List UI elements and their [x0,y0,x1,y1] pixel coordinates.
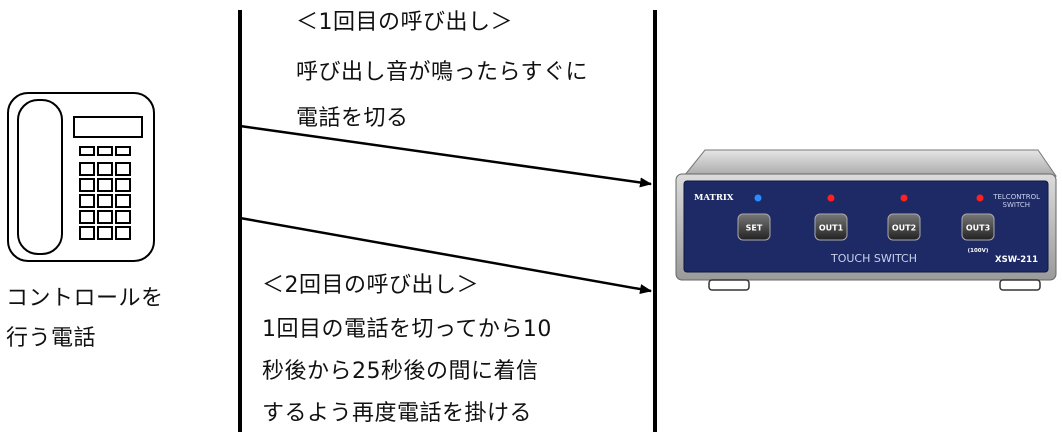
phone-label-line1: コントロールを [6,286,164,311]
device-title-line1: TELCONTROL [992,193,1040,201]
phone-label-line2: 行う電話 [6,326,97,351]
second-call-title: ＜2回目の呼び出し＞ [262,273,479,298]
second-call-line1: 1回目の電話を切ってから10 [262,317,552,342]
set-led [754,194,762,202]
device-foot-left [708,279,750,291]
out1-button[interactable] [814,213,848,241]
second-call-line2: 秒後から25秒後の間に着信 [262,359,539,384]
device-title-line2: SWITCH [1003,201,1030,209]
device-model: XSW-211 [995,255,1038,265]
second-call-line3: するよう再度電話を掛ける [262,401,533,426]
out3-button-label: OUT3 [966,224,990,233]
out2-led [900,194,908,202]
out3-button[interactable] [961,213,995,241]
device-top [682,149,1057,177]
control-device: MATRIX SET OUT1 OUT2 OUT3 (100V) TOUCH S… [675,149,1057,291]
first-call-arrow [239,124,652,188]
out1-button-label: OUT1 [819,224,844,233]
first-call-line2: 電話を切る [296,106,409,131]
out3-led [976,194,984,202]
second-call-arrow [239,216,652,294]
out3-voltage-note: (100V) [968,248,989,254]
device-panel [683,180,1049,273]
out2-button[interactable] [887,213,921,241]
telephone-icon [7,92,155,262]
panel-touch-switch-label: TOUCH SWITCH [830,252,917,265]
out1-led [827,194,835,202]
device-foot-right [999,279,1041,291]
set-button-label: SET [746,224,763,233]
first-call-line1: 呼び出し音が鳴ったらすぐに [296,60,589,85]
device-brand: MATRIX [694,193,734,203]
out2-button-label: OUT2 [892,224,916,233]
first-call-title: ＜1回目の呼び出し＞ [296,10,513,35]
set-button[interactable] [737,213,771,241]
